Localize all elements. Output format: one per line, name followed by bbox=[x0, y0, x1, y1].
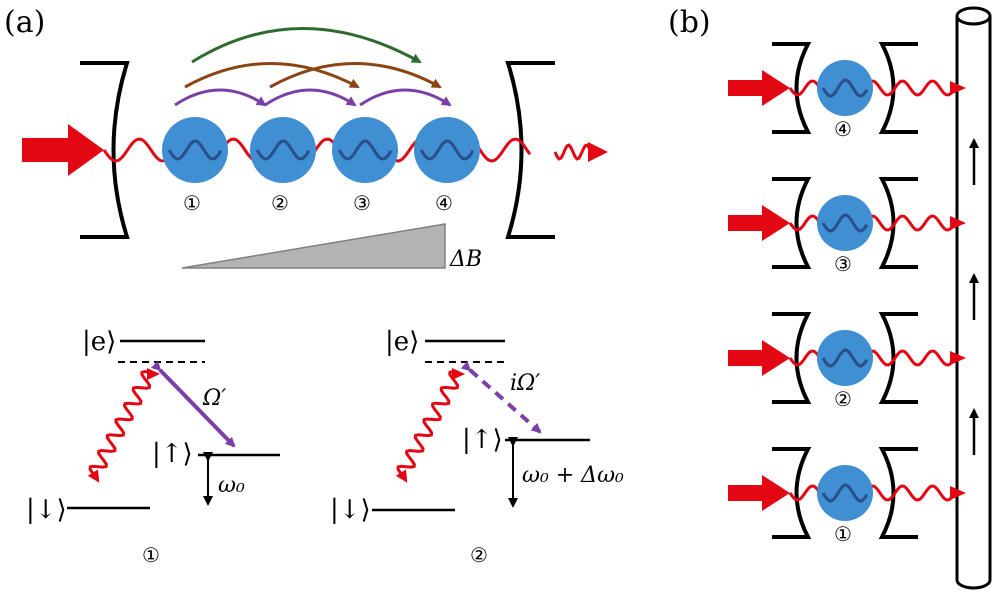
atom-4: ④ bbox=[414, 117, 480, 215]
atom-2: ② bbox=[250, 117, 316, 215]
up-state-label: |↑⟩ bbox=[462, 425, 503, 455]
input-laser-arrow bbox=[728, 205, 790, 241]
input-laser-arrow bbox=[728, 70, 790, 106]
atom-sphere bbox=[250, 117, 316, 183]
atom-internal-wave bbox=[821, 483, 869, 503]
output-arrowhead bbox=[950, 486, 966, 500]
coupling-double-arrow bbox=[460, 360, 542, 434]
excited-state-label: |e⟩ bbox=[82, 327, 116, 357]
atom-sphere bbox=[817, 465, 873, 521]
cavity-mirror-right bbox=[878, 177, 918, 269]
diagram-index: ① bbox=[142, 543, 160, 567]
emitted-photon-wave bbox=[87, 370, 152, 483]
splitting-label: ω₀ bbox=[218, 473, 245, 498]
atom-internal-wave bbox=[821, 348, 869, 368]
atom-sphere bbox=[817, 195, 873, 251]
cavity-mirror-left bbox=[772, 42, 812, 134]
emitted-photon-wave bbox=[395, 370, 460, 483]
node-index-label: ② bbox=[834, 387, 852, 411]
input-laser-arrow bbox=[22, 124, 104, 176]
photon-arrowhead-top bbox=[147, 368, 160, 380]
cavity-node-④: ④ bbox=[728, 42, 966, 141]
up-state-label: |↑⟩ bbox=[152, 439, 193, 469]
cavity-node-②: ② bbox=[728, 312, 966, 411]
diagram-index: ② bbox=[470, 543, 488, 567]
splitting-label: ω₀ + Δω₀ bbox=[522, 463, 624, 488]
node-index-label: ④ bbox=[834, 117, 852, 141]
waveguide-bottom-end bbox=[955, 579, 992, 590]
atom-internal-wave bbox=[821, 213, 869, 233]
atom-index-label: ④ bbox=[435, 191, 453, 215]
atom-sphere bbox=[414, 117, 480, 183]
atom-internal-wave bbox=[167, 139, 223, 161]
node-index-label: ③ bbox=[834, 252, 852, 276]
waveguide bbox=[955, 6, 992, 590]
down-state-label: |↓⟩ bbox=[26, 495, 67, 525]
cavity-node-③: ③ bbox=[728, 177, 966, 276]
coupling-arrow-1-3 bbox=[184, 62, 360, 89]
down-state-label: |↓⟩ bbox=[330, 495, 371, 525]
photon-arrowhead-top bbox=[452, 368, 465, 380]
cavity-mirror-left bbox=[80, 61, 130, 239]
atom-sphere bbox=[817, 330, 873, 386]
cavity-mirror-left bbox=[772, 177, 812, 269]
cavity-mirror-right bbox=[878, 312, 918, 404]
atom-index-label: ② bbox=[271, 191, 289, 215]
output-arrowhead bbox=[950, 351, 966, 365]
atom-internal-wave bbox=[821, 78, 869, 98]
cavity-nodes: ④ ③ ② ① bbox=[728, 42, 966, 546]
atom-sphere bbox=[162, 117, 228, 183]
cavity-mirror-right bbox=[505, 61, 555, 239]
atom-internal-wave bbox=[337, 139, 393, 161]
atom-internal-wave bbox=[419, 139, 475, 161]
coupling-arrow-3-4 bbox=[359, 88, 452, 107]
atom-sphere bbox=[332, 117, 398, 183]
output-arrowhead bbox=[950, 216, 966, 230]
level-diagram-2: |e⟩ |↑⟩ |↓⟩ iΩ′ ω₀ + Δω₀ ② bbox=[330, 327, 624, 567]
cavity-mirror-right bbox=[878, 447, 918, 539]
level-diagram-1: |e⟩ |↑⟩ |↓⟩ Ω′ ω₀ ① bbox=[26, 327, 280, 567]
cavity-node-①: ① bbox=[728, 447, 966, 546]
cavity-mirror-right bbox=[878, 42, 918, 134]
coupling-arrow-1-4 bbox=[191, 27, 422, 64]
node-index-label: ① bbox=[834, 522, 852, 546]
atom-internal-wave bbox=[255, 139, 311, 161]
coupling-label: iΩ′ bbox=[510, 371, 540, 396]
input-laser-arrow bbox=[728, 475, 790, 511]
panel-a-label: (a) bbox=[4, 5, 45, 40]
coupling-label: Ω′ bbox=[202, 386, 226, 411]
coupling-arrow-2-4 bbox=[269, 62, 442, 89]
atom-sphere bbox=[817, 60, 873, 116]
gradient-label: ΔB bbox=[449, 247, 482, 272]
output-arrowhead bbox=[588, 142, 608, 162]
atom-index-label: ③ bbox=[353, 191, 371, 215]
field-gradient-wedge bbox=[181, 223, 446, 269]
coupling-arrow-2-3 bbox=[264, 88, 357, 107]
coupling-arrow-1-2 bbox=[174, 88, 267, 107]
coupling-double-arrow bbox=[150, 360, 236, 448]
output-arrowhead bbox=[950, 81, 966, 95]
output-field-wave bbox=[553, 143, 593, 161]
atom-chain: ① ② ③ ④ bbox=[162, 117, 480, 215]
atom-3: ③ bbox=[332, 117, 398, 215]
cavity-mirror-left bbox=[772, 312, 812, 404]
excited-state-label: |e⟩ bbox=[385, 327, 419, 357]
waveguide-top-end bbox=[955, 6, 992, 26]
panel-b-label: (b) bbox=[668, 5, 711, 40]
cavity-mirror-left bbox=[772, 447, 812, 539]
input-laser-arrow bbox=[728, 340, 790, 376]
atom-1: ① bbox=[162, 117, 228, 215]
atom-index-label: ① bbox=[183, 191, 201, 215]
